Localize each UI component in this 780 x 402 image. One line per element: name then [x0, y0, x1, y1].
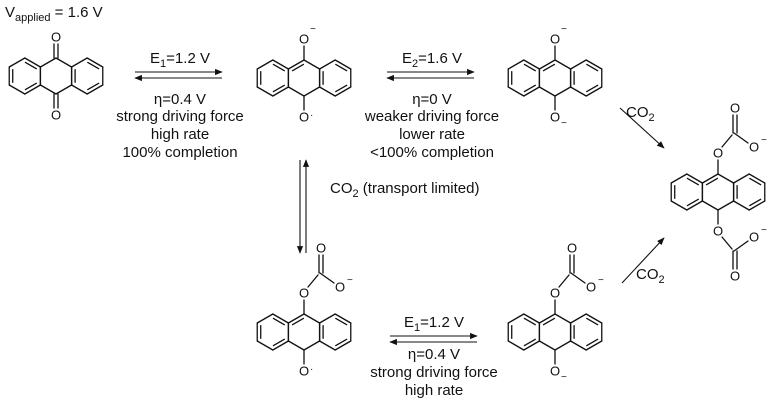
oxygen-atom: O [335, 280, 345, 295]
step3-line1: strong driving force [370, 364, 498, 381]
oxygen-atom: O [713, 146, 723, 161]
oxygen-atom: O [749, 230, 759, 245]
oxygen-atom: O [550, 364, 560, 379]
arrow-co2-lower [621, 237, 665, 284]
step1-line1: strong driving force [116, 108, 244, 125]
step3-potential: E1=1.2 V [404, 314, 464, 334]
oxygen-atom: O [749, 140, 759, 155]
dianion-molecule: OO−− [507, 24, 603, 129]
oxygen-atom: O [316, 241, 326, 256]
step1-potential: E1=1.2 V [150, 50, 210, 70]
oxygen-atom: O [550, 286, 560, 301]
oxygen-atom: O [713, 224, 723, 239]
charge-sign: − [761, 225, 767, 236]
oxygen-atom: O [299, 110, 309, 125]
step3-overpotential: η=0.4 V [407, 346, 461, 363]
charge-sign: − [561, 118, 567, 129]
charge-sign: − [598, 275, 604, 286]
charge-sign: − [310, 24, 316, 35]
co2-upper-label: CO2 [626, 104, 655, 124]
charge-sign: − [761, 135, 767, 146]
charge-sign: − [561, 372, 567, 383]
equilibrium-arrow-step1 [134, 68, 223, 82]
step1-line3: 100% completion [122, 144, 238, 161]
oxygen-atom: O [586, 280, 596, 295]
arrow-co2-upper [619, 107, 665, 149]
co2-lower-label: CO2 [636, 266, 665, 286]
equilibrium-arrow-step3 [389, 332, 478, 346]
step3-line2: high rate [404, 382, 464, 399]
radical-anion-molecule: OO−· [256, 24, 352, 125]
co2-transport-label: CO2 (transport limited) [330, 180, 480, 200]
oxygen-atom: O [51, 108, 61, 123]
charge-sign: · [310, 110, 313, 121]
equilibrium-arrow-step2 [386, 68, 475, 82]
step2-potential: E2=1.6 V [402, 50, 462, 70]
step2-line1: weaker driving force [364, 108, 500, 125]
step2-line2: lower rate [399, 126, 465, 143]
step1-line2: high rate [150, 126, 210, 143]
anthraquinone-molecule: OO [8, 30, 104, 123]
oxygen-atom: O [550, 110, 560, 125]
charge-sign: · [310, 364, 313, 375]
charge-sign: − [347, 275, 353, 286]
oxygen-atom: O [299, 286, 309, 301]
equilibrium-arrow-vertical [296, 159, 310, 254]
step2-overpotential: η=0 V [412, 91, 452, 108]
oxygen-atom: O [730, 269, 740, 284]
oxygen-atom: O [550, 32, 560, 47]
oxygen-atom: O [730, 101, 740, 116]
oxygen-atom: O [567, 241, 577, 256]
oxygen-atom: O [299, 32, 309, 47]
charge-sign: − [561, 24, 567, 35]
step2-line3: <100% completion [370, 144, 494, 161]
oxygen-atom: O [51, 30, 61, 45]
step1-overpotential: η=0.4 V [153, 91, 207, 108]
oxygen-atom: O [299, 364, 309, 379]
applied-voltage-label: Vapplied = 1.6 V [5, 4, 103, 24]
